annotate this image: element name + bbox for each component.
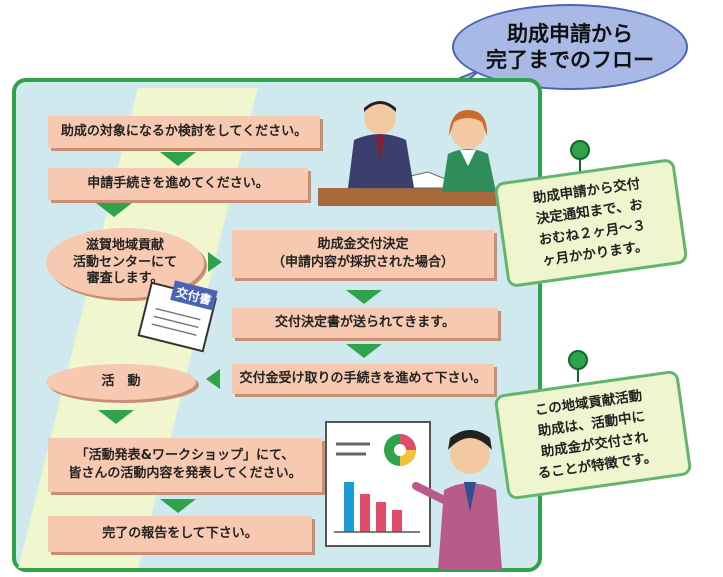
arrow-down-1 bbox=[160, 152, 196, 166]
arrow-down-3 bbox=[346, 290, 382, 304]
arrow-down-4 bbox=[346, 344, 382, 358]
title-line-1: 助成申請から bbox=[507, 21, 633, 46]
step-receipt: 交付金受け取りの手続きを進めて下さい。 bbox=[232, 364, 494, 394]
title-bubble: 助成申請から 完了までのフロー bbox=[452, 4, 688, 90]
step-workshop: 「活動発表&ワークショップ」にて、 皆さんの活動内容を発表してください。 bbox=[48, 438, 322, 492]
title-line-2: 完了までのフロー bbox=[486, 48, 654, 72]
arrow-down-2 bbox=[96, 203, 132, 217]
step-letter: 交付決定書が送られてきます。 bbox=[232, 308, 498, 338]
step-apply: 申請手続きを進めてください。 bbox=[48, 168, 308, 200]
meeting-people-illustration bbox=[318, 101, 518, 206]
arrow-right-1 bbox=[208, 252, 222, 272]
step-activity: 活 動 bbox=[46, 364, 196, 400]
arrow-left-1 bbox=[206, 369, 220, 389]
pin-icon bbox=[570, 140, 590, 160]
presenter-illustration bbox=[325, 421, 502, 570]
step-decision: 助成金交付決定 （申請内容が採択された場合） bbox=[232, 230, 494, 278]
arrow-down-5 bbox=[98, 410, 134, 424]
pin-icon bbox=[568, 350, 588, 370]
step-report: 完了の報告をして下さい。 bbox=[48, 516, 312, 552]
document-icon: 交付書 bbox=[137, 280, 218, 353]
pin-stem bbox=[577, 368, 579, 382]
step-consider: 助成の対象になるか検討をしてください。 bbox=[48, 116, 320, 148]
pin-stem bbox=[579, 158, 581, 172]
arrow-down-6 bbox=[160, 499, 196, 513]
